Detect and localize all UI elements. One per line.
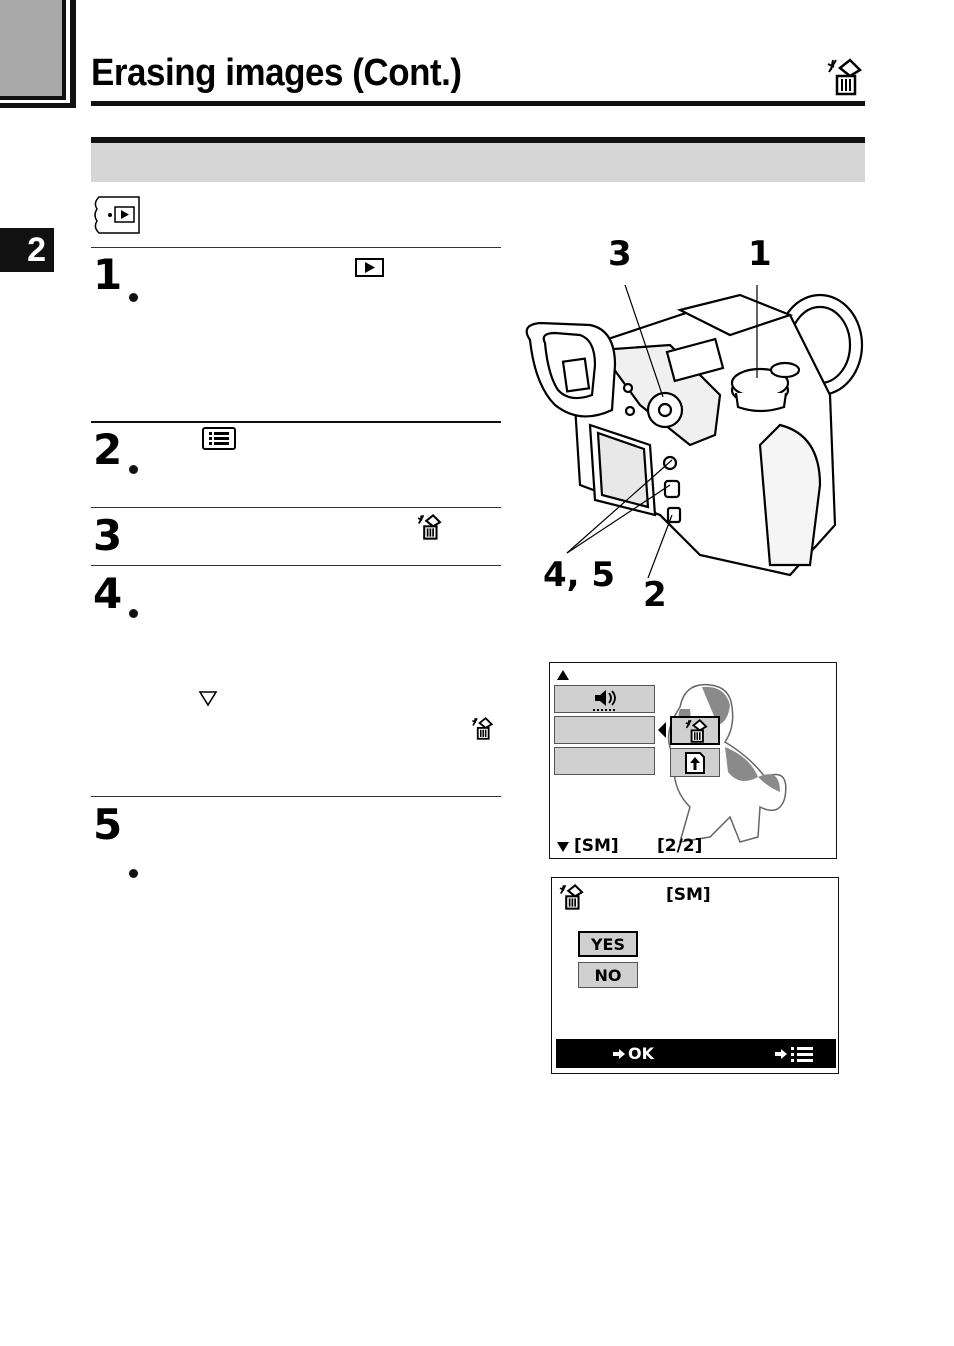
record-mode-label: [SM] bbox=[666, 885, 711, 905]
callout-1: 1 bbox=[748, 234, 772, 274]
step-divider bbox=[91, 565, 501, 566]
chapter-tab: 2 bbox=[0, 228, 54, 272]
left-triangle-icon bbox=[658, 722, 666, 738]
menu-screen: [SM] [2/2] bbox=[549, 662, 837, 859]
playback-mode-dial-icon bbox=[94, 196, 140, 234]
bullet bbox=[129, 869, 138, 878]
callout-4-5: 4, 5 bbox=[543, 555, 616, 595]
page-corner-tab bbox=[0, 0, 66, 100]
up-triangle-icon bbox=[557, 670, 569, 680]
corner-rule-horizontal bbox=[0, 103, 76, 108]
bullet bbox=[129, 465, 138, 474]
step-divider bbox=[91, 507, 501, 508]
record-mode-label: [SM] bbox=[574, 836, 619, 856]
bullet bbox=[129, 609, 138, 618]
erase-icon bbox=[685, 719, 708, 743]
step-divider bbox=[91, 421, 501, 423]
bullet bbox=[129, 293, 138, 302]
arrow-right-icon bbox=[775, 1049, 787, 1059]
menu-page-indicator: [2/2] bbox=[657, 836, 703, 856]
menu-icon bbox=[791, 1047, 813, 1062]
camera-illustration bbox=[525, 285, 864, 579]
menu-row-volume[interactable] bbox=[554, 685, 655, 713]
title-rule bbox=[91, 101, 865, 106]
menu-row-erase[interactable] bbox=[554, 716, 655, 744]
corner-rule-vertical bbox=[70, 0, 76, 108]
callout-3: 3 bbox=[608, 234, 632, 274]
yes-button[interactable]: YES bbox=[578, 931, 638, 957]
step-number: 1 bbox=[93, 250, 123, 299]
playback-icon bbox=[355, 258, 384, 277]
protect-option[interactable] bbox=[670, 748, 720, 777]
page-title: Erasing images (Cont.) bbox=[91, 52, 462, 94]
ok-bar: OK bbox=[556, 1039, 836, 1068]
chapter-number: 2 bbox=[27, 230, 46, 269]
step-number: 2 bbox=[93, 425, 123, 474]
step-number: 3 bbox=[93, 511, 123, 560]
erase-icon bbox=[471, 717, 493, 740]
step-number: 4 bbox=[93, 569, 123, 618]
erase-option-selected[interactable] bbox=[670, 716, 720, 745]
menu-row-protect[interactable] bbox=[554, 747, 655, 775]
erase-icon bbox=[417, 514, 442, 540]
callout-2: 2 bbox=[643, 575, 667, 615]
no-button[interactable]: NO bbox=[578, 962, 638, 988]
step-divider bbox=[91, 247, 501, 248]
menu-icon bbox=[202, 427, 236, 450]
step-number: 5 bbox=[93, 800, 123, 849]
ok-label: OK bbox=[628, 1044, 654, 1063]
erase-icon bbox=[827, 58, 862, 96]
step-divider bbox=[91, 796, 501, 797]
erase-confirm-screen: [SM] YES NO OK bbox=[551, 877, 839, 1074]
protect-icon bbox=[685, 752, 705, 774]
down-triangle-icon bbox=[198, 691, 218, 707]
down-triangle-icon bbox=[557, 842, 569, 852]
speaker-icon bbox=[593, 690, 617, 711]
arrow-right-icon bbox=[613, 1049, 625, 1059]
erase-icon bbox=[559, 884, 584, 910]
section-header-bar bbox=[91, 137, 865, 182]
